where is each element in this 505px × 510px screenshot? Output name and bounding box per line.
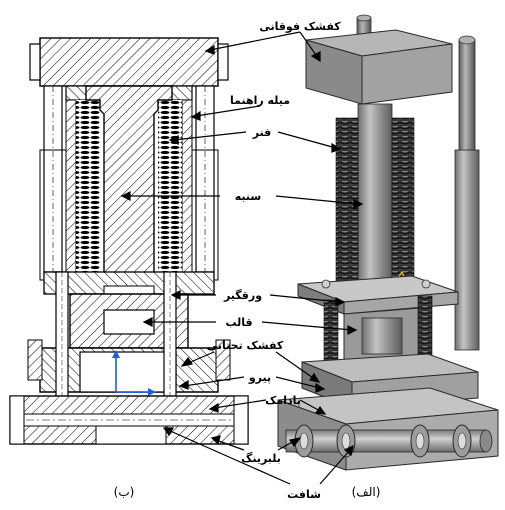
section-spring-right <box>158 100 182 286</box>
label-bearing: بلبرینگ <box>241 451 281 465</box>
section-top-plate <box>39 37 219 87</box>
label-punch: سنبه <box>235 190 261 203</box>
labels: کفشک فوقانی میله راهنما فنر سنبه ورقگیر … <box>114 20 381 501</box>
label-top-plate: کفشک فوقانی <box>259 20 341 33</box>
label-guide-rod: میله راهنما <box>230 94 290 107</box>
label-die: قالب <box>225 316 252 329</box>
label-spring: فنر <box>252 126 272 139</box>
section-spring-left <box>76 100 100 286</box>
model-die <box>361 317 403 355</box>
label-nut: پادامک <box>265 394 301 407</box>
label-bottom-plate: کفشک تحتانی <box>207 339 284 352</box>
model-view <box>277 14 499 471</box>
caption-left-view: (ب) <box>114 485 135 499</box>
model-spring-right <box>391 117 415 285</box>
caption-right-view: (الف) <box>352 485 381 499</box>
leader-lines <box>120 31 364 485</box>
label-stripper: ورقگیر <box>223 289 262 302</box>
label-shaft: شافت <box>287 488 321 501</box>
section-view <box>9 37 249 445</box>
label-bolt: پیرو <box>248 371 271 384</box>
